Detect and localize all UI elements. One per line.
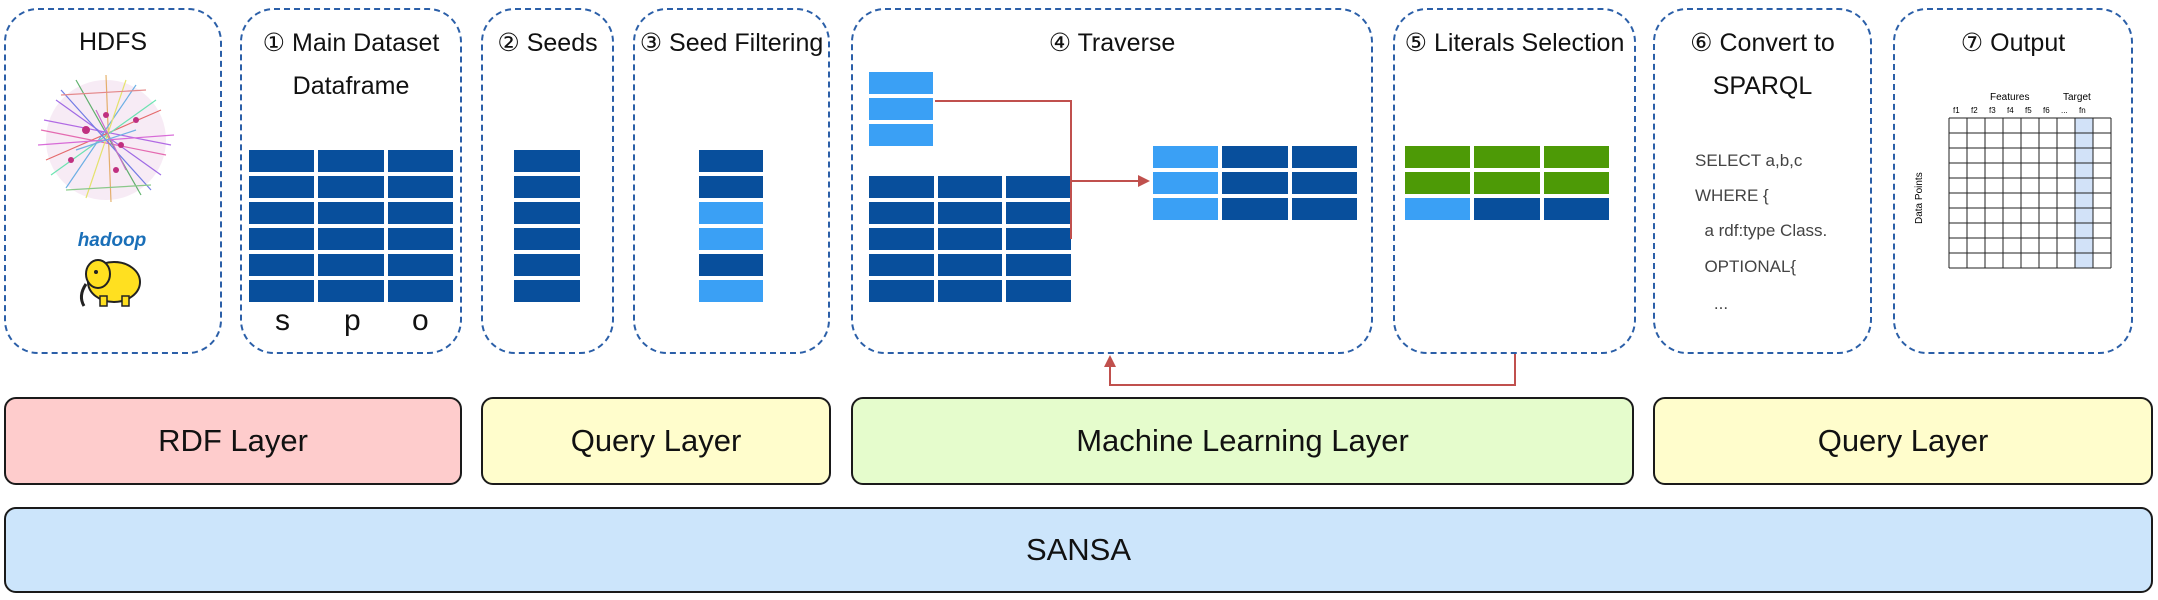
column-label-s: s (275, 304, 290, 337)
feature-column-label: f1 (1953, 106, 1960, 115)
graph-network-icon: hadoop (37, 74, 175, 307)
convert-subtitle: SPARQL (1712, 72, 1813, 100)
sparql-line-1: SELECT a,b,c (1695, 151, 1803, 170)
data-points-label: Data Points (1914, 172, 1925, 224)
feature-column-label: f6 (2043, 106, 2050, 115)
sansa-layer-label: SANSA (1025, 532, 1132, 567)
column-label-o: o (412, 304, 429, 337)
query-layer-right: Query Layer (1653, 397, 2153, 485)
rdf-layer: RDF Layer (4, 397, 462, 485)
literals-selection-panel: ⑤ Literals Selection (1393, 8, 1636, 354)
seed-filtering-title: ③ Seed Filtering (639, 29, 824, 57)
features-label: Features (1990, 92, 2029, 103)
machine-learning-layer-label: Machine Learning Layer (1076, 423, 1409, 458)
feature-column-label: fn (2079, 106, 2086, 115)
hadoop-elephant-icon (79, 259, 141, 307)
traverse-seed-column (869, 72, 933, 146)
feature-column-label: f4 (2007, 106, 2014, 115)
query-layer-left: Query Layer (481, 397, 831, 485)
seed-filtering-panel: ③ Seed Filtering (633, 8, 830, 354)
output-title: ⑦ Output (1960, 29, 2066, 57)
seed-filtering-column (699, 150, 763, 302)
feature-matrix: Features Target f1 f2 f3 f4 f5 f6... fn Data P… (1914, 92, 2112, 269)
main-dataset-title: ① Main Dataset (262, 29, 440, 57)
feature-column-label: ... (2061, 106, 2068, 115)
convert-sparql-panel: ⑥ Convert to SPARQL SELECT a,b,c WHERE {… (1653, 8, 1872, 354)
machine-learning-layer: Machine Learning Layer (851, 397, 1634, 485)
rdf-layer-label: RDF Layer (158, 423, 308, 458)
hadoop-logo-text: hadoop (78, 230, 147, 251)
target-label: Target (2063, 92, 2091, 103)
sparql-line-2: WHERE { (1695, 186, 1769, 205)
column-label-p: p (344, 304, 361, 337)
output-panel: ⑦ Output Features Target f1 f2 f3 f4 f5 f6...… (1893, 8, 2133, 354)
seeds-title: ② Seeds (497, 29, 598, 57)
main-dataset-table (249, 150, 453, 302)
feature-column-label: f5 (2025, 106, 2032, 115)
sparql-line-4: OPTIONAL{ (1695, 257, 1797, 276)
traverse-dataset-table (869, 176, 1071, 302)
main-dataset-panel: ① Main Dataset Dataframe s p o (240, 8, 462, 354)
traverse-result-table (1153, 146, 1357, 220)
convert-title: ⑥ Convert to (1690, 29, 1835, 57)
main-dataset-subtitle: Dataframe (292, 72, 410, 100)
query-layer-left-label: Query Layer (570, 423, 742, 458)
feedback-arrow (1104, 354, 1516, 386)
literals-selection-title: ⑤ Literals Selection (1404, 29, 1625, 57)
traverse-panel: ④ Traverse (851, 8, 1373, 354)
hdfs-title: HDFS (78, 28, 148, 56)
traverse-title: ④ Traverse (1048, 29, 1176, 57)
query-layer-right-label: Query Layer (1817, 423, 1989, 458)
seeds-panel: ② Seeds (481, 8, 614, 354)
sansa-layer: SANSA (4, 507, 2153, 593)
hdfs-panel: HDFS (4, 8, 222, 354)
feature-column-label: f2 (1971, 106, 1978, 115)
seeds-column (514, 150, 580, 302)
literals-table (1405, 146, 1609, 220)
sparql-line-5: ... (1695, 294, 1729, 313)
sparql-line-3: a rdf:type Class. (1695, 221, 1828, 240)
feature-column-label: f3 (1989, 106, 1996, 115)
